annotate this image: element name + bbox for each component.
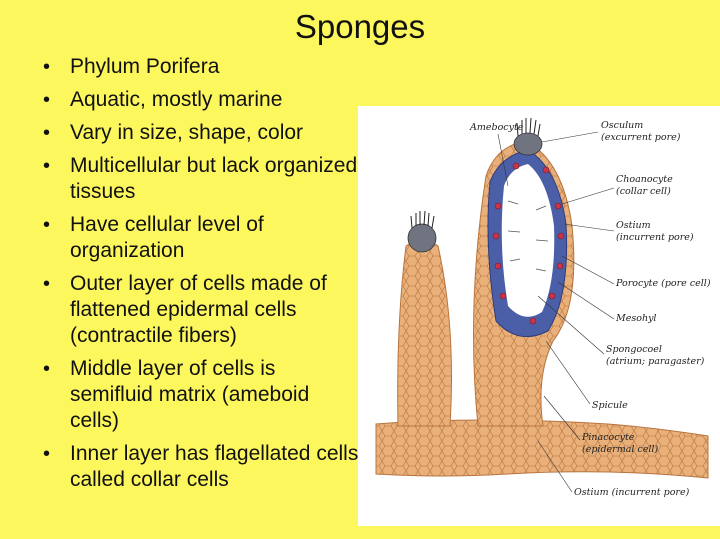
label-spongocoel-sub: (atrium; paragaster) — [606, 356, 705, 367]
label-choanocyte: Choanocyte — [616, 174, 673, 185]
bullet-item: • Phylum Porifera — [40, 54, 360, 80]
bullet-list: • Phylum Porifera • Aquatic, mostly marine… — [40, 54, 360, 500]
bullet-text: Inner layer has flagellated cells called… — [70, 442, 359, 491]
bullet-item: • Outer layer of cells made of flattened … — [40, 271, 360, 349]
bullet-text: Aquatic, mostly marine — [70, 88, 283, 111]
label-osculum-sub: (excurrent pore) — [601, 132, 681, 143]
bullet-text: Phylum Porifera — [70, 55, 220, 78]
spongocoel-cavity — [501, 164, 555, 317]
bullet-icon: • — [43, 214, 51, 236]
large-osculum — [513, 132, 543, 156]
bullet-icon: • — [43, 155, 51, 177]
bullet-text: Vary in size, shape, color — [70, 121, 304, 144]
bullet-text: Outer layer of cells made of flattened e… — [70, 272, 327, 347]
bullet-text: Multicellular but lack organized tissues — [70, 154, 358, 203]
label-spicule: Spicule — [592, 400, 628, 411]
leader-lines — [497, 131, 615, 493]
label-spongocoel: Spongocoel — [606, 344, 662, 355]
bullet-icon: • — [43, 122, 51, 144]
bullet-icon: • — [43, 273, 51, 295]
small-osculum — [407, 223, 437, 253]
label-osculum: Osculum — [601, 120, 643, 131]
bullet-text: Middle layer of cells is semifluid matri… — [70, 357, 310, 432]
bullet-item: • Have cellular level of organization — [40, 212, 360, 264]
bullet-icon: • — [43, 358, 51, 380]
bullet-item: • Middle layer of cells is semifluid matr… — [40, 356, 360, 434]
label-ostium-bottom: Ostium (incurrent pore) — [574, 487, 690, 498]
label-pinacocyte: Pinacocyte — [581, 432, 635, 443]
bullet-icon: • — [43, 443, 51, 465]
bullet-text: Have cellular level of organization — [70, 213, 264, 262]
slide-title: Sponges — [294, 8, 426, 45]
label-choanocyte-sub: (collar cell) — [616, 186, 671, 197]
bullet-item: • Aquatic, mostly marine — [40, 87, 360, 113]
bullet-item: • Vary in size, shape, color — [40, 120, 360, 146]
label-amebocyte: Amebocyte — [469, 122, 524, 133]
label-mesohyl: Mesohyl — [615, 313, 656, 324]
bullet-icon: • — [43, 89, 51, 111]
label-ostium-sub: (incurrent pore) — [616, 232, 694, 243]
bullet-item: • Inner layer has flagellated cells calle… — [40, 441, 360, 493]
sponge-illustration: Amebocyte Osculum (excurrent pore) Choan… — [375, 117, 711, 498]
label-pinacocyte-sub: (epidermal cell) — [582, 444, 658, 455]
sponge-diagram: Amebocyte Osculum (excurrent pore) Choan… — [358, 106, 720, 526]
label-ostium: Ostium — [616, 220, 651, 231]
bullet-icon: • — [43, 56, 51, 78]
bullet-item: • Multicellular but lack organized tissue… — [40, 153, 360, 205]
label-porocyte: Porocyte (pore cell) — [615, 278, 711, 289]
